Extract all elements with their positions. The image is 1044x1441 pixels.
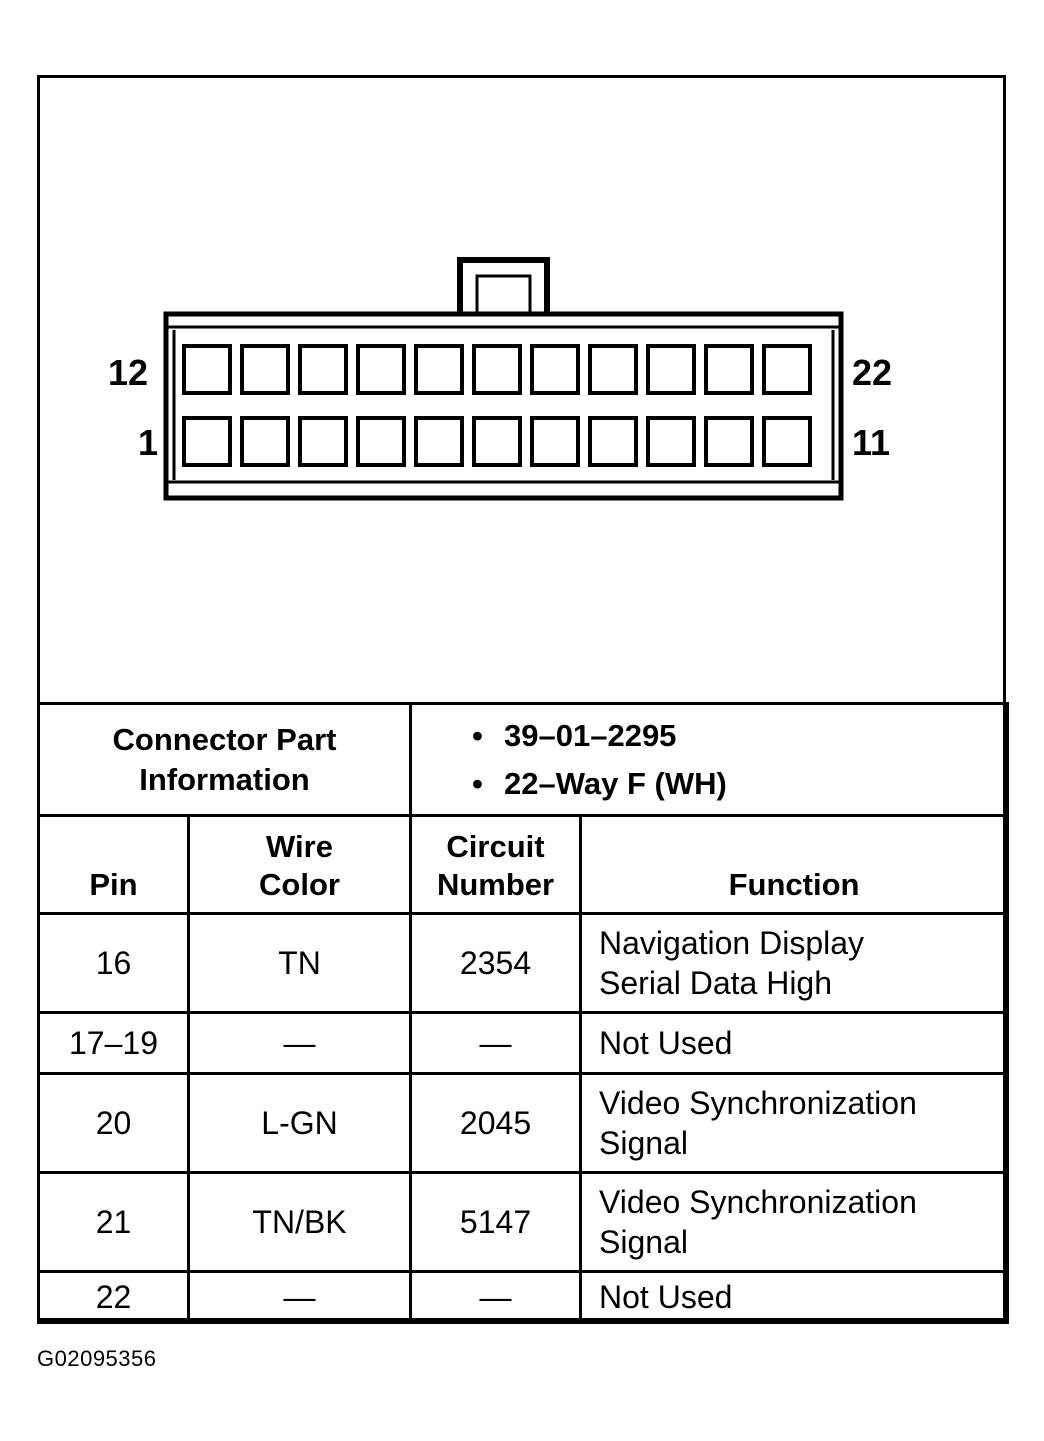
header-pin: Pin (37, 814, 190, 915)
pin-cavity (182, 344, 232, 395)
cell-wire-color: — (186, 1270, 413, 1324)
pin-cavity (414, 344, 464, 395)
part-info-label-line1: Connector Part (112, 721, 337, 757)
pin-cavity (646, 344, 696, 395)
cell-circuit-number: 5147 (409, 1171, 583, 1273)
pin-cavity (530, 344, 580, 395)
cell-pin: 20 (37, 1072, 190, 1174)
pin-label-bottom-right: 11 (852, 422, 891, 463)
cell-pin: 16 (37, 912, 190, 1014)
pin-cavity (414, 416, 464, 467)
pin-label-top-left: 12 (108, 352, 149, 393)
part-info-values: •39–01–2295 •22–Way F (WH) (409, 702, 1010, 817)
pin-cavity (298, 344, 348, 395)
cell-circuit-number: 2045 (409, 1072, 583, 1174)
cell-circuit-number: — (409, 1011, 583, 1075)
part-info-row: Connector Part Information •39–01–2295 •… (36, 702, 1010, 817)
pin-cavity (646, 416, 696, 467)
pin-cavity (530, 416, 580, 467)
table-row: 17–19 — — Not Used (37, 1011, 1010, 1075)
pin-cavity (762, 344, 812, 395)
pin-cavity (182, 416, 232, 467)
cell-circuit-number: — (409, 1270, 583, 1324)
figure-id: G02095356 (37, 1346, 157, 1371)
connector-info-table: Connector Part Information •39–01–2295 •… (36, 702, 1010, 1324)
connector-body (163, 311, 844, 501)
cell-pin: 21 (37, 1171, 190, 1273)
pin-label-top-right: 22 (852, 352, 893, 393)
pin-cavity (356, 416, 406, 467)
part-number: •39–01–2295 (472, 717, 677, 753)
pin-label-bottom-left: 1 (138, 422, 159, 463)
pin-cavity (704, 344, 754, 395)
cell-function: Not Used (579, 1270, 1010, 1324)
connector-type: •22–Way F (WH) (472, 765, 727, 801)
cell-wire-color: TN/BK (186, 1171, 413, 1273)
pin-cavity (588, 344, 638, 395)
part-info-label: Connector Part Information (36, 702, 413, 817)
cell-function: Not Used (579, 1011, 1010, 1075)
part-info-label-line2: Information (139, 761, 310, 797)
pin-cavity (356, 344, 406, 395)
pin-cavity-grid (182, 344, 812, 467)
pin-cavity (240, 344, 290, 395)
pin-cavity (472, 416, 522, 467)
pin-cavity (762, 416, 812, 467)
pin-cavity (472, 344, 522, 395)
cell-wire-color: TN (186, 912, 413, 1014)
cell-wire-color: L-GN (186, 1072, 413, 1174)
pin-cavity (588, 416, 638, 467)
table-row: 22 — — Not Used (37, 1270, 1010, 1324)
connector-drawing (163, 257, 844, 501)
pin-cavity (240, 416, 290, 467)
pin-cavity (704, 416, 754, 467)
cell-pin: 22 (37, 1270, 190, 1324)
header-function: Function (579, 814, 1010, 915)
cell-wire-color: — (186, 1011, 413, 1075)
cell-pin: 17–19 (37, 1011, 190, 1075)
pin-cavity (298, 416, 348, 467)
cell-circuit-number: 2354 (409, 912, 583, 1014)
